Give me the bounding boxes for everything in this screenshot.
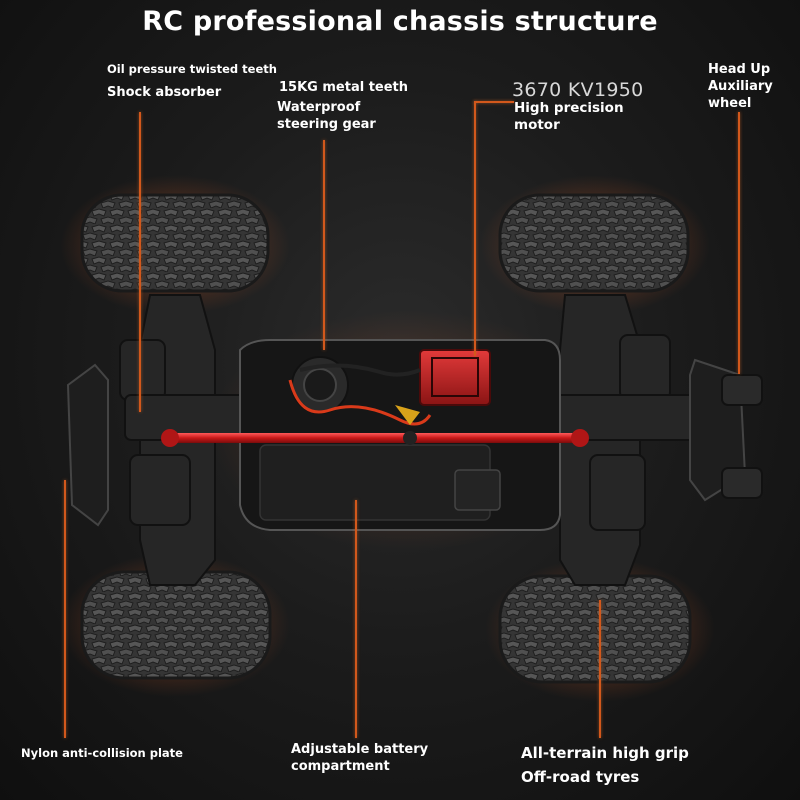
label-steering-gear: Waterproof steering gear — [277, 100, 376, 132]
label-tyres-2: Off-road tyres — [521, 768, 640, 786]
tyre-front-right — [498, 193, 690, 293]
label-collision-plate: Nylon anti-collision plate — [21, 746, 183, 760]
tyre-rear-right — [498, 574, 692, 684]
leader-line-steering — [323, 140, 325, 350]
label-tyres-1: All-terrain high grip — [521, 744, 689, 762]
label-head-up-wheel: Head Up Auxiliary wheel — [708, 62, 773, 111]
label-battery: Adjustable battery compartment — [291, 742, 429, 774]
label-metal-teeth: 15KG metal teeth — [279, 80, 409, 95]
leader-line-shock — [139, 112, 141, 412]
label-motor-spec: 3670 KV1950 — [512, 79, 644, 101]
suspension-right — [519, 294, 701, 586]
label-shock-absorber: Shock absorber — [107, 85, 222, 100]
tyre-rear-left — [80, 570, 272, 680]
leader-line-battery — [355, 500, 357, 738]
nylon-bumper — [66, 363, 109, 527]
leader-line-plate — [64, 480, 66, 738]
head-up-wheel — [721, 467, 763, 499]
leader-line-headup — [738, 112, 740, 374]
label-motor: High precision motor — [514, 100, 624, 133]
page-title: RC professional chassis structure — [142, 6, 658, 37]
tyre-front-left — [80, 193, 270, 293]
drive-shaft — [165, 433, 585, 443]
esc-unit — [419, 349, 491, 406]
leader-line-motor-v — [474, 101, 476, 356]
label-oil-pressure: Oil pressure twisted teeth — [107, 62, 277, 76]
switch-box — [454, 469, 501, 511]
leader-line-tyres — [599, 600, 601, 738]
head-up-wheel — [721, 374, 763, 406]
leader-line-motor-h — [474, 101, 514, 103]
wires — [288, 379, 432, 426]
